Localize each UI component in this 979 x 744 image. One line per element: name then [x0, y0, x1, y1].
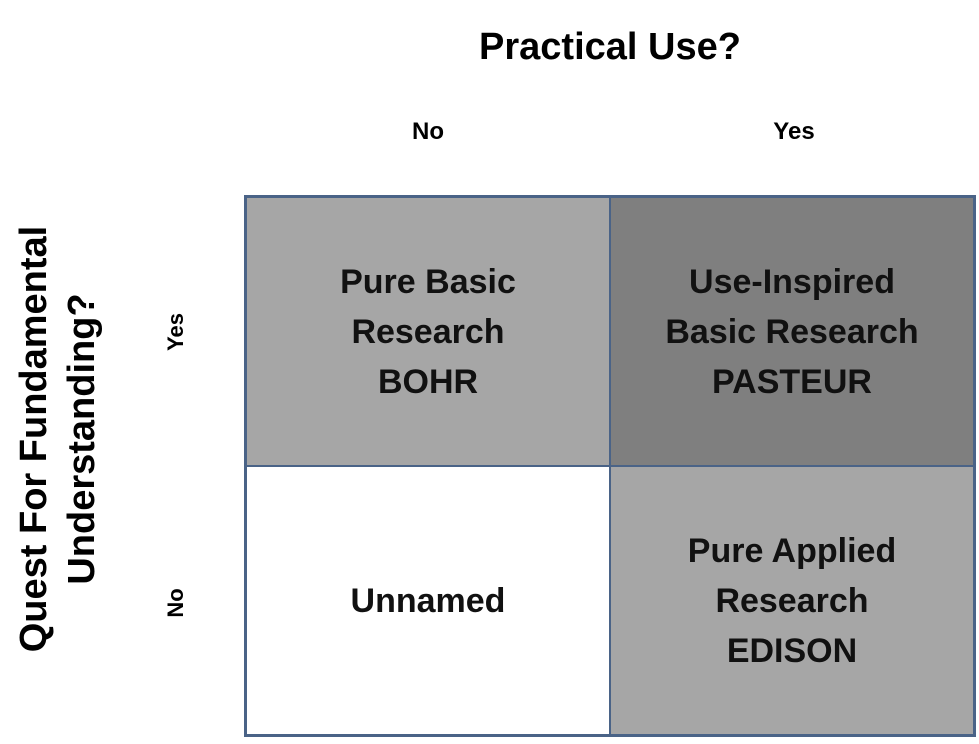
- quadrant-line: EDISON: [726, 631, 858, 670]
- column-label-no: No: [412, 118, 444, 145]
- side-title-line-2: Understanding?: [61, 293, 103, 585]
- quadrant-line: PASTEUR: [712, 362, 872, 401]
- practical-use-axis-title: Practical Use?: [479, 26, 741, 68]
- quadrant-line: Research: [351, 312, 505, 351]
- quadrant-line: Pure Applied: [687, 531, 897, 570]
- quadrant-text: Pure Applied Research EDISON: [688, 526, 896, 676]
- quadrant-use-inspired-basic-research: Use-Inspired Basic Research PASTEUR: [610, 195, 976, 466]
- row-label-yes: Yes: [163, 313, 188, 351]
- quadrant-line: Research: [715, 581, 869, 620]
- quadrant-text: Use-Inspired Basic Research PASTEUR: [665, 257, 918, 407]
- quadrant-text: Unnamed: [351, 576, 506, 626]
- quadrant-pure-basic-research: Pure Basic Research BOHR: [244, 195, 610, 466]
- fundamental-understanding-axis-title: Quest For Fundamental Understanding?: [10, 159, 110, 719]
- quadrant-pure-applied-research: Pure Applied Research EDISON: [610, 466, 976, 737]
- quadrant-line: Use-Inspired: [689, 262, 895, 301]
- column-label-yes: Yes: [773, 118, 815, 145]
- quadrant-unnamed: Unnamed: [244, 466, 610, 737]
- quadrant-line: Basic Research: [665, 312, 919, 351]
- quadrant-text: Pure Basic Research BOHR: [340, 257, 516, 407]
- quadrant-line: Unnamed: [350, 581, 506, 620]
- row-label-no: No: [163, 588, 188, 618]
- pasteur-quadrant-grid: Pure Basic Research BOHR Use-Inspired Ba…: [244, 195, 979, 741]
- side-title-line-1: Quest For Fundamental: [13, 225, 55, 653]
- quadrant-line: BOHR: [377, 362, 479, 401]
- quadrant-line: Pure Basic: [340, 262, 516, 301]
